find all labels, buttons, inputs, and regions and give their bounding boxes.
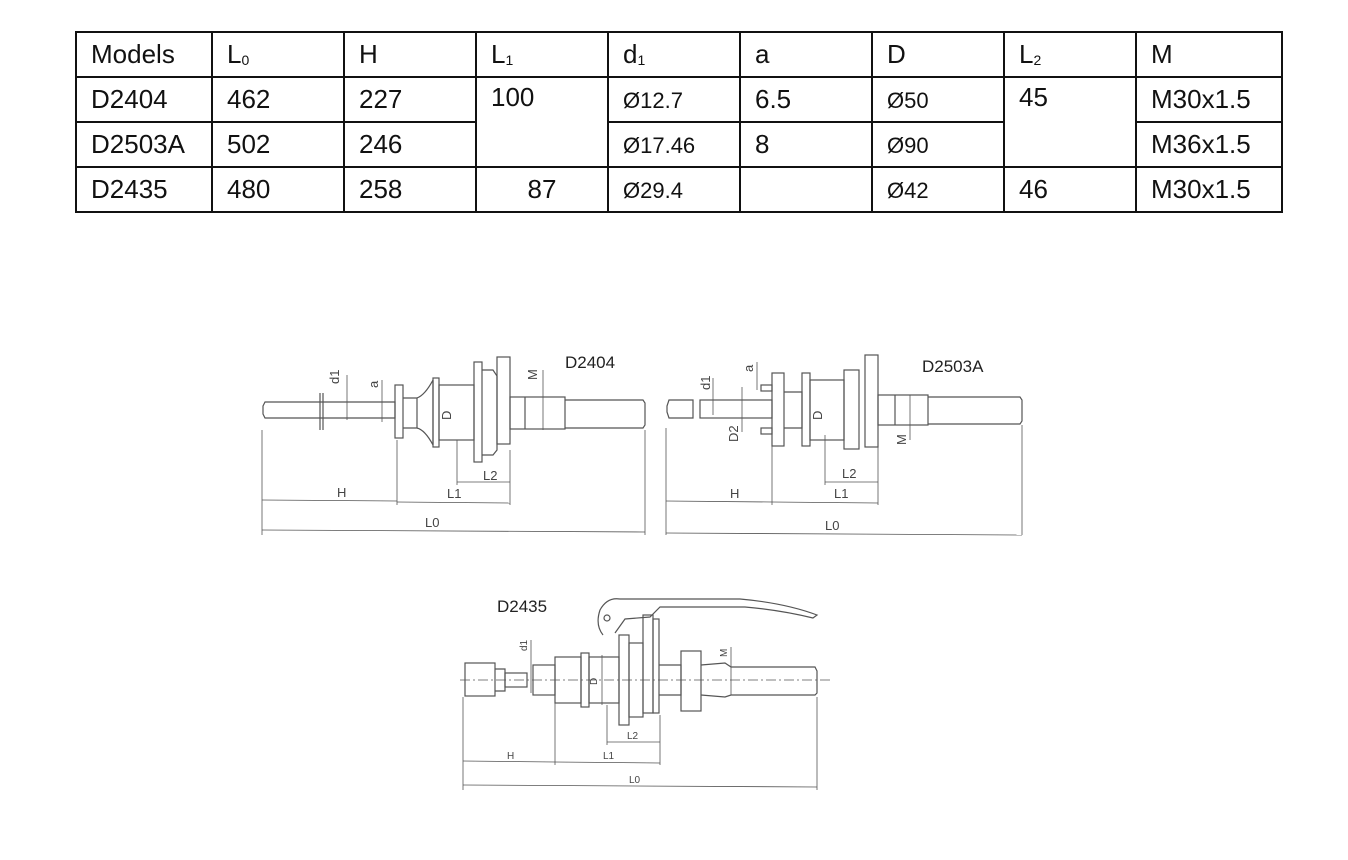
drawing-title: D2503A xyxy=(922,357,984,376)
drawing-title: D2404 xyxy=(565,353,615,372)
cell-d: Ø42 xyxy=(871,166,1005,213)
specifications-table: Models L0 H L1 d1 a D L2 M D2404 462 227… xyxy=(75,31,1283,213)
cell-m: M30x1.5 xyxy=(1135,166,1283,213)
label-a: a xyxy=(366,380,381,388)
table-header-row: Models L0 H L1 d1 a D L2 M xyxy=(75,31,1283,78)
cell-h: 258 xyxy=(343,166,477,213)
lever-handle xyxy=(597,598,819,636)
cell-h: 246 xyxy=(343,121,477,168)
label-m: M xyxy=(894,434,909,445)
header-h: H xyxy=(343,31,477,78)
label-d: D xyxy=(589,678,600,685)
label-l0: L0 xyxy=(825,518,839,533)
label-d1: d1 xyxy=(519,639,530,651)
cell-l2-merged: 45 xyxy=(1003,76,1137,168)
cell-h: 227 xyxy=(343,76,477,123)
header-l1: L1 xyxy=(475,31,609,78)
cell-model: D2404 xyxy=(75,76,213,123)
cell-d: Ø50 xyxy=(871,76,1005,123)
drawing-d2404: D2404 d1 a D M xyxy=(255,340,655,540)
cell-model: D2435 xyxy=(75,166,213,213)
header-l0: L0 xyxy=(211,31,345,78)
header-a: a xyxy=(739,31,873,78)
cell-a: 6.5 xyxy=(739,76,873,123)
label-h: H xyxy=(337,485,346,500)
cell-l1-merged: 100 xyxy=(475,76,609,168)
shaft-left xyxy=(262,401,396,419)
header-d1: d1 xyxy=(607,31,741,78)
cell-a: 8 xyxy=(739,121,873,168)
cell-d1: Ø12.7 xyxy=(607,76,741,123)
cell-d1: Ø29.4 xyxy=(607,166,741,213)
label-l0: L0 xyxy=(425,515,439,530)
label-h: H xyxy=(507,751,514,762)
label-l0: L0 xyxy=(629,775,641,786)
cell-d1: Ø17.46 xyxy=(607,121,741,168)
label-d2: D2 xyxy=(726,425,741,442)
label-d1: d1 xyxy=(327,370,342,384)
label-l1: L1 xyxy=(603,751,615,762)
cell-d: Ø90 xyxy=(871,121,1005,168)
table-row: D2404 462 227 100 Ø12.7 6.5 Ø50 45 M30x1… xyxy=(75,76,1283,168)
label-l2: L2 xyxy=(483,468,497,483)
label-l1: L1 xyxy=(834,486,848,501)
label-h: H xyxy=(730,486,739,501)
cell-m: M36x1.5 xyxy=(1135,121,1283,168)
header-m: M xyxy=(1135,31,1283,78)
cell-model: D2503A xyxy=(75,121,213,168)
cell-m: M30x1.5 xyxy=(1135,76,1283,123)
header-models: Models xyxy=(75,31,213,78)
label-d: D xyxy=(810,411,825,420)
cell-l0: 502 xyxy=(211,121,345,168)
label-m: M xyxy=(719,649,730,657)
label-d1: d1 xyxy=(698,376,713,390)
label-a: a xyxy=(741,364,756,372)
label-l2: L2 xyxy=(842,466,856,481)
header-d: D xyxy=(871,31,1005,78)
drawing-d2503a: D2503A d1 a D2 D M H L1 xyxy=(660,340,1040,540)
label-l2: L2 xyxy=(627,731,639,742)
header-l2: L2 xyxy=(1003,31,1137,78)
cell-l1: 87 xyxy=(475,166,609,213)
label-m: M xyxy=(525,369,540,380)
drawing-d2435: D2435 d1 D M H xyxy=(455,585,835,800)
cell-l0: 480 xyxy=(211,166,345,213)
cell-l0: 462 xyxy=(211,76,345,123)
drawing-title: D2435 xyxy=(497,597,547,616)
label-l1: L1 xyxy=(447,486,461,501)
table-row: D2435 480 258 87 Ø29.4 Ø42 46 M30x1.5 xyxy=(75,166,1283,213)
cell-a xyxy=(739,166,873,213)
cell-l2: 46 xyxy=(1003,166,1137,213)
table-row: D2503A 502 246 Ø17.46 8 Ø90 M36x1.5 xyxy=(75,121,1283,168)
label-d: D xyxy=(439,411,454,420)
